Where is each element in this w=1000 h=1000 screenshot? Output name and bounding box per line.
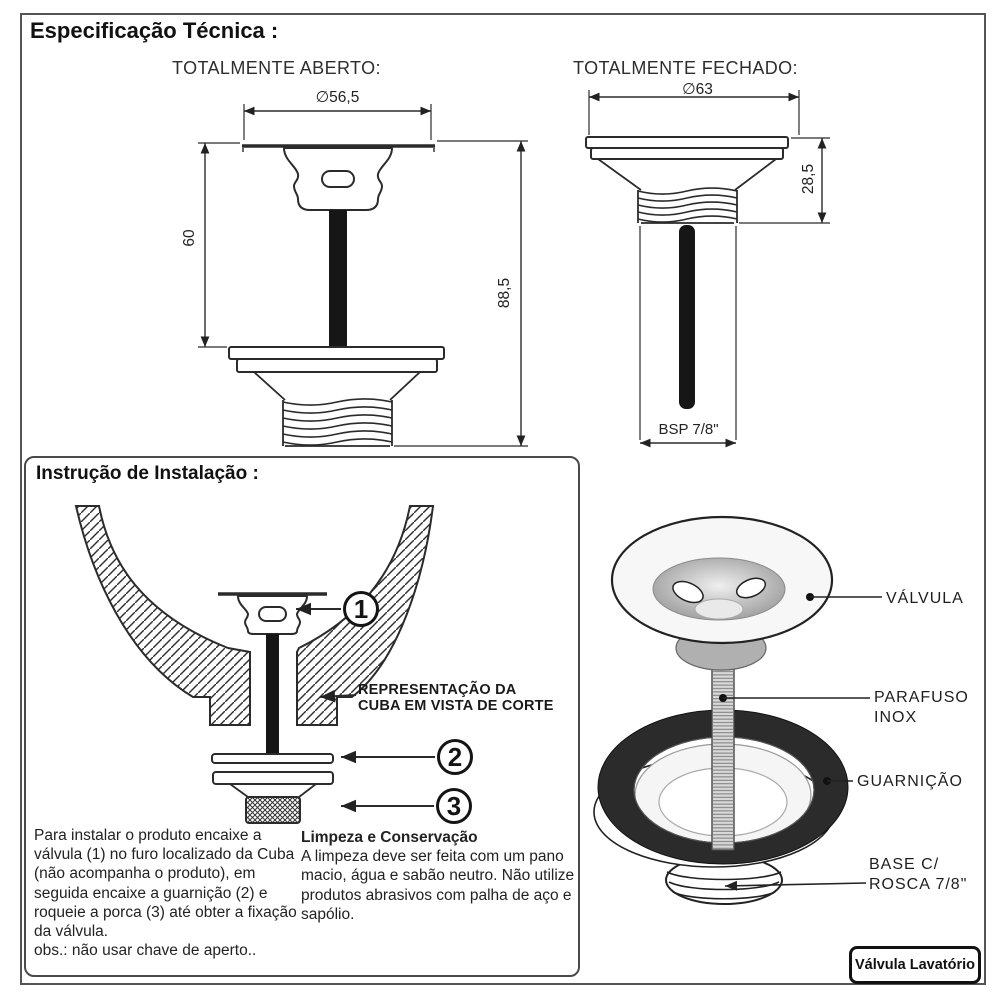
callout-1: 1 — [343, 591, 379, 627]
label-base-line1: BASE C/ — [869, 856, 940, 873]
drawing-closed — [585, 90, 830, 448]
label-screw-line2: INOX — [874, 709, 918, 726]
drawing-open — [198, 104, 528, 447]
cut-view-label: REPRESENTAÇÃO DA CUBA EM VISTA DE CORTE — [358, 682, 554, 714]
label-valve: VÁLVULA — [886, 590, 964, 607]
page-title: Especificação Técnica : — [30, 18, 279, 43]
outer-border — [20, 13, 986, 985]
product-badge-label: Válvula Lavatório — [854, 957, 976, 973]
cut-view-label-line1: REPRESENTAÇÃO DA — [358, 682, 517, 698]
callout-2: 2 — [437, 739, 473, 775]
product-badge: Válvula Lavatório — [849, 946, 981, 984]
callout-3-number: 3 — [446, 790, 462, 821]
cut-view-label-line2: CUBA EM VISTA DE CORTE — [358, 697, 554, 714]
closed-view-title: TOTALMENTE FECHADO: — [573, 58, 798, 78]
dim-open-diameter: ∅56,5 — [315, 89, 360, 106]
label-base-line2: ROSCA 7/8" — [869, 876, 968, 893]
cleaning-section: Limpeza e Conservação A limpeza deve ser… — [301, 828, 579, 924]
label-screw: PARAFUSO INOX — [874, 688, 969, 728]
drawing-exploded — [593, 515, 882, 905]
label-gasket: GUARNIÇÃO — [857, 773, 963, 790]
dim-closed-thread: BSP 7/8" — [658, 421, 719, 438]
callout-1-number: 1 — [353, 593, 369, 624]
instructions-paragraph: Para instalar o produto encaixe a válvul… — [34, 827, 297, 941]
installation-box — [24, 456, 580, 977]
cleaning-title: Limpeza e Conservação — [301, 829, 478, 846]
instructions-note: obs.: não usar chave de aperto.. — [34, 942, 257, 960]
installation-instructions: Para instalar o produto encaixe a válvul… — [34, 826, 298, 961]
open-view-title: TOTALMENTE ABERTO: — [172, 58, 381, 78]
label-screw-line1: PARAFUSO — [874, 689, 969, 706]
dim-open-total: 88,5 — [496, 277, 513, 309]
dim-closed-diameter: ∅63 — [682, 81, 713, 98]
label-base: BASE C/ ROSCA 7/8" — [869, 855, 967, 895]
callout-3: 3 — [436, 788, 472, 824]
drawing-sink-section — [74, 505, 435, 824]
dim-open-stem: 60 — [181, 229, 198, 247]
callout-2-number: 2 — [447, 741, 463, 772]
dim-closed-height: 28,5 — [800, 163, 817, 195]
cleaning-text: A limpeza deve ser feita com um pano mac… — [301, 848, 575, 923]
installation-title: Instrução de Instalação : — [36, 463, 259, 484]
